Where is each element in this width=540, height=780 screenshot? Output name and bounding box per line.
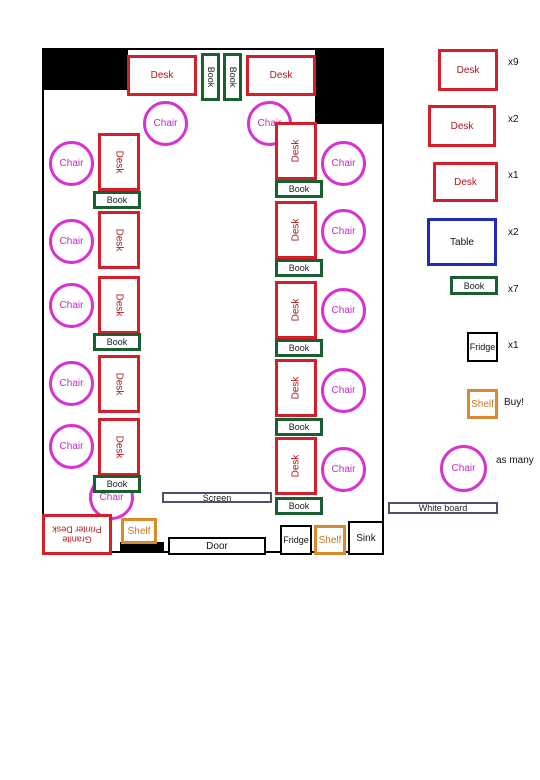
legend-table-count: x2 (508, 227, 519, 238)
legend-whiteboard: White board (388, 502, 498, 514)
legend-chair: Chair (440, 445, 487, 492)
chair-right-5: Chair (321, 447, 366, 492)
door: Door (168, 537, 266, 555)
book-right-2: Book (275, 259, 323, 277)
legend-shelf: Shelf (467, 389, 498, 419)
book-right-3: Book (275, 339, 323, 357)
wall-block-bottom (120, 542, 164, 553)
desk-left-5: Desk (98, 418, 140, 476)
wall-block-top-right (315, 48, 384, 124)
book-top-left: Book (201, 53, 220, 101)
desk-left-3: Desk (98, 276, 140, 334)
sink: Sink (348, 521, 384, 555)
desk-left-1: Desk (98, 133, 140, 191)
chair-left-1: Chair (49, 141, 94, 186)
chair-right-3: Chair (321, 288, 366, 333)
legend-desk-2-count: x2 (508, 114, 519, 125)
desk-right-3: Desk (275, 281, 317, 339)
book-right-5: Book (275, 497, 323, 515)
chair-left-3: Chair (49, 283, 94, 328)
legend-desk-3-count: x1 (508, 170, 519, 181)
shelf-bottom-left: Shelf (121, 518, 157, 544)
book-left-1: Book (93, 191, 141, 209)
legend-fridge: Fridge (467, 332, 498, 362)
book-top-right: Book (223, 53, 242, 101)
legend-desk-3: Desk (433, 162, 498, 202)
legend-table: Table (427, 218, 497, 266)
granite-printer-desk: Granite Printer Desk (42, 514, 112, 555)
book-left-2: Book (93, 333, 141, 351)
chair-right-2: Chair (321, 209, 366, 254)
desk-left-4: Desk (98, 355, 140, 413)
legend-shelf-count: Buy! (504, 397, 525, 408)
desk-right-1: Desk (275, 122, 317, 180)
book-right-1: Book (275, 180, 323, 198)
legend-book: Book (450, 276, 498, 295)
desk-right-2: Desk (275, 201, 317, 259)
chair-left-5: Chair (49, 424, 94, 469)
chair-left-4: Chair (49, 361, 94, 406)
book-right-4: Book (275, 418, 323, 436)
legend-fridge-count: x1 (508, 340, 519, 351)
legend-desk-1: Desk (438, 49, 498, 91)
fridge-bottom: Fridge (280, 525, 312, 555)
legend-desk-2: Desk (428, 105, 496, 147)
book-left-3: Book (93, 475, 141, 493)
desk-right-5: Desk (275, 437, 317, 495)
desk-left-2: Desk (98, 211, 140, 269)
wall-block-top-left (42, 48, 128, 90)
legend-chair-count: as many (496, 455, 534, 466)
desk-top-right: Desk (246, 55, 316, 96)
desk-top-left: Desk (127, 55, 197, 96)
chair-right-1: Chair (321, 141, 366, 186)
desk-right-4: Desk (275, 359, 317, 417)
shelf-bottom-right: Shelf (314, 525, 346, 555)
chair-top-left: Chair (143, 101, 188, 146)
screen: Screen (162, 492, 272, 503)
chair-right-4: Chair (321, 368, 366, 413)
chair-left-2: Chair (49, 219, 94, 264)
legend-book-count: x7 (508, 284, 519, 295)
legend-desk-1-count: x9 (508, 57, 519, 68)
